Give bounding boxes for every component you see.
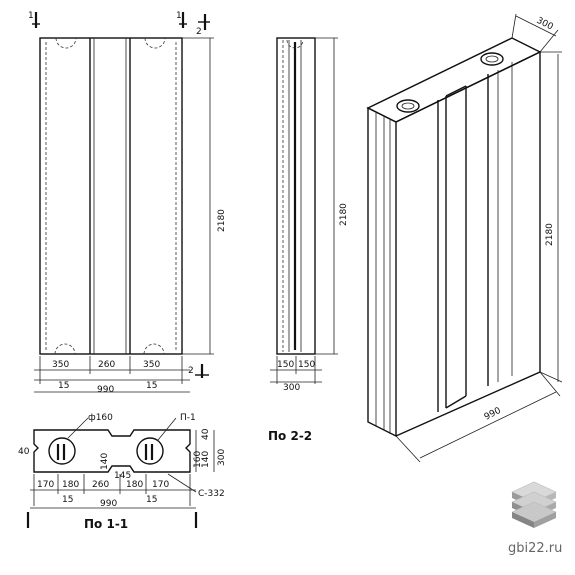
front-outline bbox=[39, 37, 183, 355]
section-right-dim-3: 40 bbox=[201, 428, 211, 440]
section-bottom-dim-3: 260 bbox=[92, 480, 109, 490]
front-loop-bottom-left bbox=[54, 343, 76, 355]
iso-front-face bbox=[395, 50, 541, 437]
iso-view: 300 2180 990 bbox=[366, 13, 563, 463]
side-outline bbox=[276, 37, 316, 355]
section-right-dim-1: 160 bbox=[193, 451, 203, 468]
front-edge-right: 15 bbox=[146, 381, 157, 391]
front-loop-top-right bbox=[144, 37, 166, 49]
side-dim-2: 150 bbox=[298, 360, 315, 370]
section-bottom-dim-4: 180 bbox=[126, 480, 143, 490]
section-hole-left bbox=[48, 437, 76, 465]
section-mark-1-right: 1 bbox=[176, 11, 182, 21]
side-total-width: 300 bbox=[283, 383, 300, 393]
side-loop-top bbox=[286, 39, 304, 49]
side-height-label: 2180 bbox=[339, 203, 349, 226]
section-outline bbox=[33, 429, 191, 473]
section-right-dim-4: 300 bbox=[217, 449, 227, 466]
section-edge-left: 15 bbox=[62, 495, 73, 505]
front-dim-3: 350 bbox=[143, 360, 160, 370]
section-bottom-dim-5: 170 bbox=[152, 480, 169, 490]
iso-hole-right bbox=[480, 52, 504, 66]
front-dim-2: 260 bbox=[98, 360, 115, 370]
section-caption: По 1-1 bbox=[84, 517, 128, 531]
section-inner-vertical: 140 bbox=[100, 453, 110, 470]
section-edge-right: 15 bbox=[146, 495, 157, 505]
front-loop-bottom-right bbox=[143, 343, 165, 355]
iso-top-face bbox=[366, 37, 542, 123]
section-left-dim: 40 bbox=[18, 447, 30, 457]
section-concrete-class: С-332 bbox=[198, 489, 225, 499]
front-loop-top-left bbox=[55, 37, 77, 49]
section-bottom-dim-1: 170 bbox=[37, 480, 54, 490]
section-total-width: 990 bbox=[100, 499, 117, 509]
front-view: 1 1 2 2180 350 260 350 15 15 990 2 bbox=[28, 11, 227, 395]
section-mark-2-top: 2 bbox=[196, 27, 202, 37]
front-height-label: 2180 bbox=[217, 209, 227, 232]
iso-end-face bbox=[367, 106, 397, 438]
front-edge-left: 15 bbox=[58, 381, 69, 391]
section-mark-1-left: 1 bbox=[28, 11, 34, 21]
section-mark-2-bottom: 2 bbox=[188, 366, 194, 376]
front-total-width: 990 bbox=[97, 385, 114, 395]
section-bottom-dim-2: 180 bbox=[62, 480, 79, 490]
iso-hole-left bbox=[396, 99, 420, 113]
section-lift-loop: П-1 bbox=[180, 413, 196, 423]
site-logo bbox=[511, 481, 557, 528]
watermark-text: gbi22.ru bbox=[508, 541, 562, 556]
section-right-dim-2: 140 bbox=[201, 451, 211, 468]
front-dim-1: 350 bbox=[52, 360, 69, 370]
section-groove-dim: 145 bbox=[114, 471, 131, 481]
side-dim-1: 150 bbox=[277, 360, 294, 370]
iso-width-label: 990 bbox=[483, 406, 503, 423]
side-view: 2180 150 150 300 По 2-2 bbox=[268, 37, 349, 443]
section-hole-right bbox=[136, 437, 164, 465]
section-hole-dia: ф160 bbox=[88, 413, 113, 423]
side-caption: По 2-2 bbox=[268, 429, 312, 443]
iso-height-label: 2180 bbox=[545, 223, 555, 246]
section-view: ф160 П-1 40 140 145 160 140 40 300 170 1… bbox=[18, 413, 227, 531]
